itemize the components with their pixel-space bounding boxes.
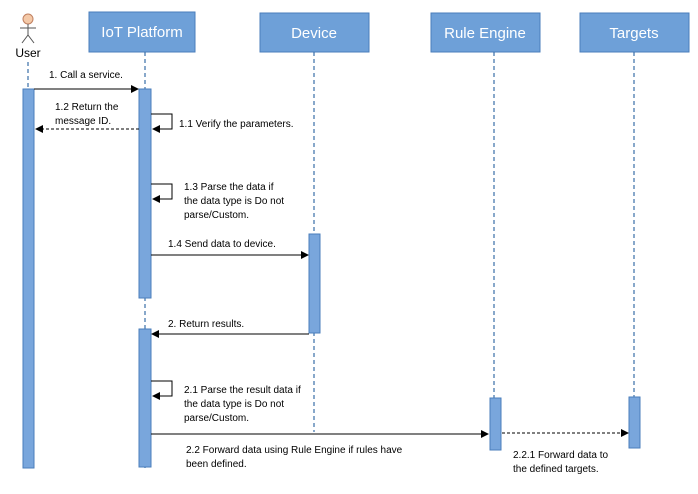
- participant-label: Targets: [609, 25, 658, 42]
- message-label: 2.1 Parse the result data if the data ty…: [184, 385, 304, 424]
- message-2-2-1-forward-targets: 2.2.1 Forward data to the defined target…: [502, 429, 629, 475]
- stick-figure-icon: [20, 13, 36, 44]
- participant-targets: Targets: [579, 12, 690, 53]
- participant-box: [579, 12, 690, 53]
- activation-bar-user: [22, 88, 35, 469]
- message-label: 2. Return results.: [168, 319, 244, 330]
- actor-user: User: [15, 13, 41, 60]
- participant-box: [88, 11, 196, 53]
- self-message-arrow: [151, 113, 173, 133]
- message-2-return-results: 2. Return results.: [151, 319, 309, 338]
- activation-bar-device: [308, 233, 321, 334]
- participant-iot-platform: IoT Platform: [88, 11, 196, 53]
- activation-bar-iot-2: [138, 328, 152, 468]
- message-2-1-parse-result: 2.1 Parse the result data if the data ty…: [151, 380, 304, 424]
- actor-label: User: [15, 46, 40, 60]
- participant-rule-engine: Rule Engine: [430, 12, 541, 53]
- message-label: 2.2 Forward data using Rule Engine if ru…: [186, 445, 405, 470]
- participant-box: [430, 12, 541, 53]
- message-1-3-parse-data: 1.3 Parse the data if the data type is D…: [151, 182, 287, 221]
- message-1-4-send-data: 1.4 Send data to device.: [151, 239, 309, 259]
- activation-bar-rule-engine: [489, 397, 502, 451]
- participant-device: Device: [259, 12, 370, 53]
- message-2-2-forward-rule-engine: 2.2 Forward data using Rule Engine if ru…: [151, 430, 489, 470]
- participant-label: Device: [291, 25, 337, 42]
- participant-box: [259, 12, 370, 53]
- message-1-1-verify-parameters: 1.1 Verify the parameters.: [151, 113, 294, 133]
- message-1-2-return-id: 1.2 Return the message ID.: [35, 102, 139, 133]
- message-1-call-service: 1. Call a service.: [34, 70, 139, 93]
- message-label: 1.1 Verify the parameters.: [179, 119, 294, 130]
- message-label: 1. Call a service.: [49, 70, 123, 81]
- message-label: 1.3 Parse the data if the data type is D…: [184, 182, 287, 221]
- activation-bar-targets: [628, 396, 641, 449]
- message-label: 1.2 Return the message ID.: [55, 102, 121, 127]
- message-label: 1.4 Send data to device.: [168, 239, 276, 250]
- self-message-arrow: [151, 380, 173, 400]
- participant-label: IoT Platform: [101, 24, 182, 41]
- message-label: 2.2.1 Forward data to the defined target…: [513, 450, 611, 475]
- self-message-arrow: [151, 183, 173, 203]
- participant-label: Rule Engine: [444, 25, 526, 42]
- activation-bar-iot-1: [138, 88, 152, 299]
